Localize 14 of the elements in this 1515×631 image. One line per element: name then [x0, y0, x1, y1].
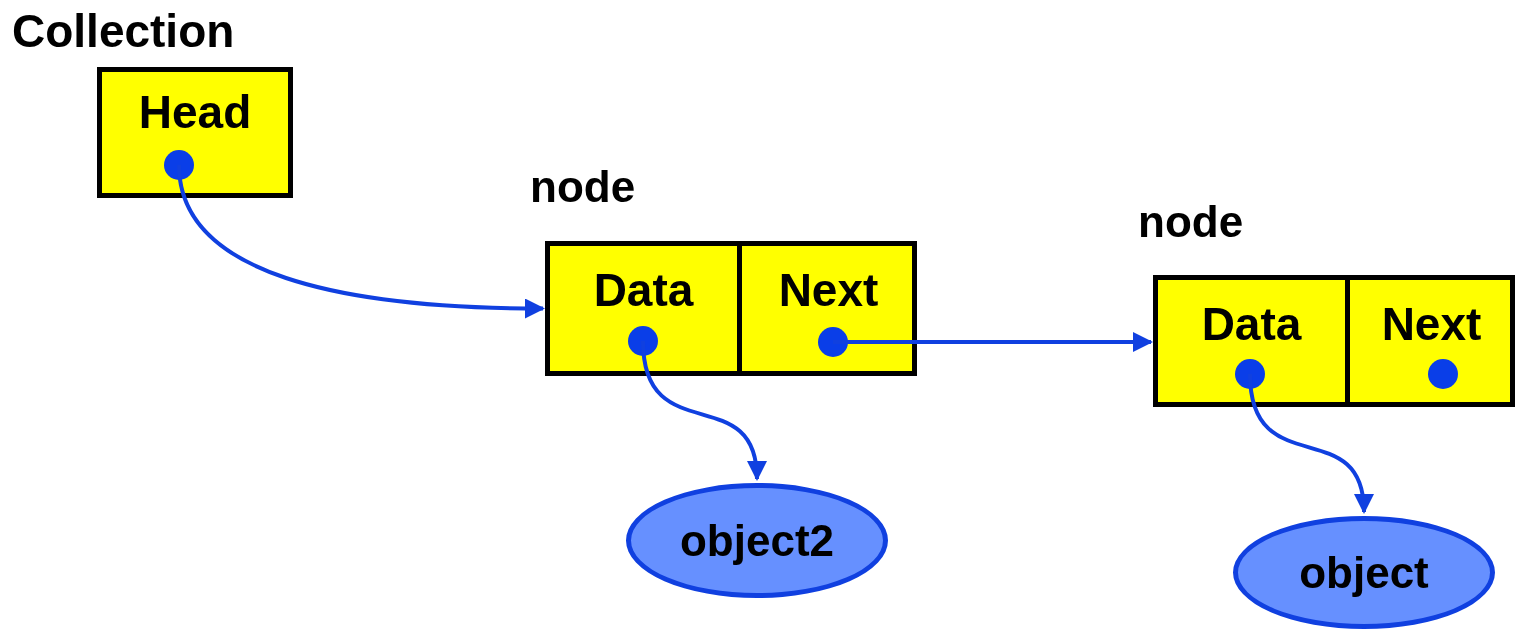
arrow: [1248, 373, 1373, 514]
field-label: Next: [1380, 301, 1483, 347]
box-heading: Collection: [12, 8, 235, 54]
object-label: object2: [679, 515, 834, 566]
field-label: Head: [137, 89, 253, 135]
arrow: [177, 164, 545, 319]
box-heading: node: [530, 165, 636, 209]
field-label: Next: [777, 267, 880, 313]
arrow: [833, 332, 1153, 352]
field-label: Data: [592, 267, 695, 313]
field-label: Data: [1200, 301, 1303, 347]
arrow: [641, 340, 766, 481]
object-label: object: [1299, 547, 1429, 598]
box-heading: node: [1138, 200, 1244, 244]
